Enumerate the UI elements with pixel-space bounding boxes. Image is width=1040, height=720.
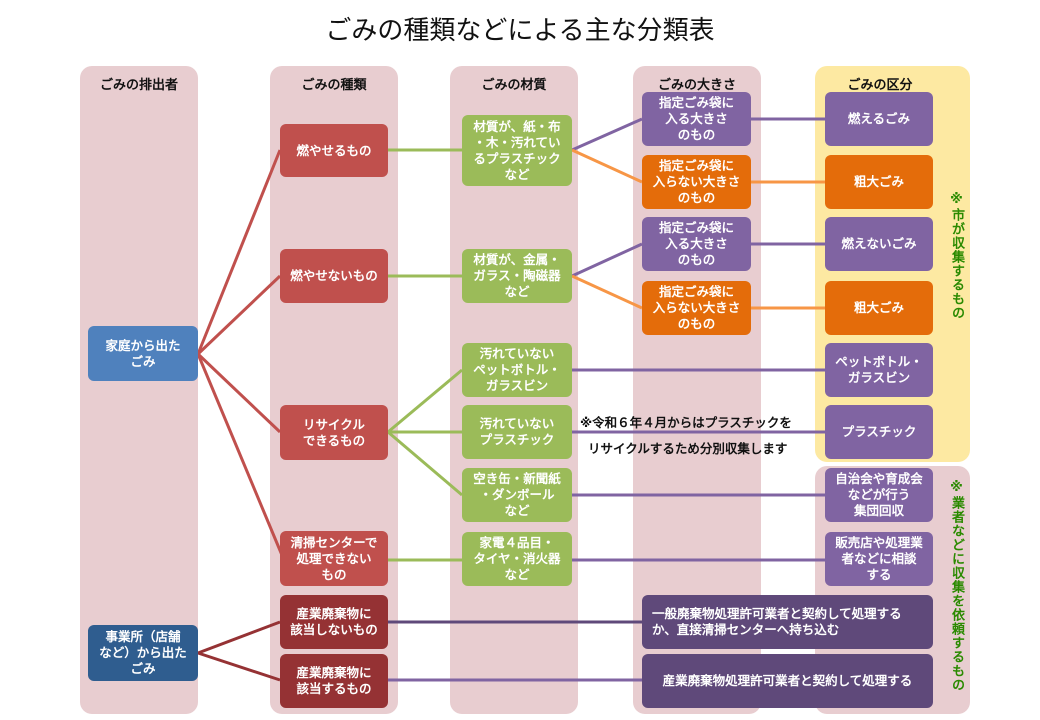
connector xyxy=(197,651,281,682)
connector xyxy=(571,117,643,152)
column-header-size: ごみの大きさ xyxy=(657,78,736,93)
column-header-type: ごみの種類 xyxy=(301,78,367,93)
column-header-emitter: ごみの排出者 xyxy=(99,78,178,93)
connector xyxy=(571,148,643,184)
material-cans-paper: 空き缶・新聞紙 ・ダンボール など xyxy=(462,468,572,522)
column-header-category: ごみの区分 xyxy=(847,78,913,93)
connector xyxy=(571,274,643,310)
category-plastic: プラスチック xyxy=(825,405,933,459)
material-plastic: 汚れていない プラスチック xyxy=(462,405,572,459)
emitter-business: 事業所（店舗 など）から出た ごみ xyxy=(88,625,198,681)
type-not-processable: 清掃センターで 処理できない もの xyxy=(280,531,388,586)
emitter-household: 家庭から出た ごみ xyxy=(88,326,198,381)
category-consult: 販売店や処理業 者などに相談 する xyxy=(825,532,933,586)
disposal-industrial-waste: 産業廃棄物処理許可業者と契約して処理する xyxy=(642,654,933,708)
column-emitter xyxy=(80,66,198,714)
connector xyxy=(387,430,463,497)
city-collects-note: ※市が収集するもの xyxy=(949,192,964,320)
page-title: ごみの種類などによる主な分類表 xyxy=(325,16,715,46)
type-not-industrial: 産業廃棄物に 該当しないもの xyxy=(280,595,388,649)
category-group-collection: 自治会や育成会 などが行う 集団回収 xyxy=(825,468,933,522)
connector xyxy=(196,353,286,561)
connector xyxy=(196,352,282,434)
connector xyxy=(571,242,643,278)
size-fits-bag-1: 指定ごみ袋に 入る大きさ のもの xyxy=(642,92,751,146)
category-bulky-1: 粗大ごみ xyxy=(825,155,933,209)
column-header-material: ごみの材質 xyxy=(481,78,547,93)
connector xyxy=(197,620,281,655)
type-nonburnable: 燃やせないもの xyxy=(280,249,388,303)
disposal-general-waste: 一般廃棄物処理許可業者と契約して処理する か、直接清掃センターへ持ち込む xyxy=(642,595,933,649)
material-pet-glass: 汚れていない ペットボトル・ ガラスビン xyxy=(462,343,572,397)
material-metal-glass: 材質が、金属・ ガラス・陶磁器 など xyxy=(462,249,572,303)
plastic-note-line2: リサイクルするため分別収集します xyxy=(588,441,788,456)
material-appliances: 家電４品目・ タイヤ・消火器 など xyxy=(462,532,572,586)
size-not-fits-bag-1: 指定ごみ袋に 入らない大きさ のもの xyxy=(642,155,751,209)
category-bulky-2: 粗大ごみ xyxy=(825,281,933,335)
type-recyclable: リサイクル できるもの xyxy=(280,405,388,460)
plastic-note-line1: ※令和６年４月からはプラスチックを xyxy=(580,415,792,430)
connector xyxy=(387,368,463,434)
category-burnable-garbage: 燃えるごみ xyxy=(825,92,933,146)
connector xyxy=(196,274,282,356)
category-pet-glass: ペットボトル・ ガラスビン xyxy=(825,343,933,397)
type-industrial: 産業廃棄物に 該当するもの xyxy=(280,654,388,708)
size-fits-bag-2: 指定ごみ袋に 入る大きさ のもの xyxy=(642,217,751,271)
type-burnable: 燃やせるもの xyxy=(280,124,388,177)
material-paper-cloth: 材質が、紙・布 ・木・汚れてい るプラスチック など xyxy=(462,115,572,186)
contractor-collects-note: ※業者などに収集を依頼するもの xyxy=(949,480,964,692)
connector xyxy=(196,149,282,355)
size-not-fits-bag-2: 指定ごみ袋に 入らない大きさ のもの xyxy=(642,281,751,335)
category-nonburnable-garbage: 燃えないごみ xyxy=(825,217,933,271)
